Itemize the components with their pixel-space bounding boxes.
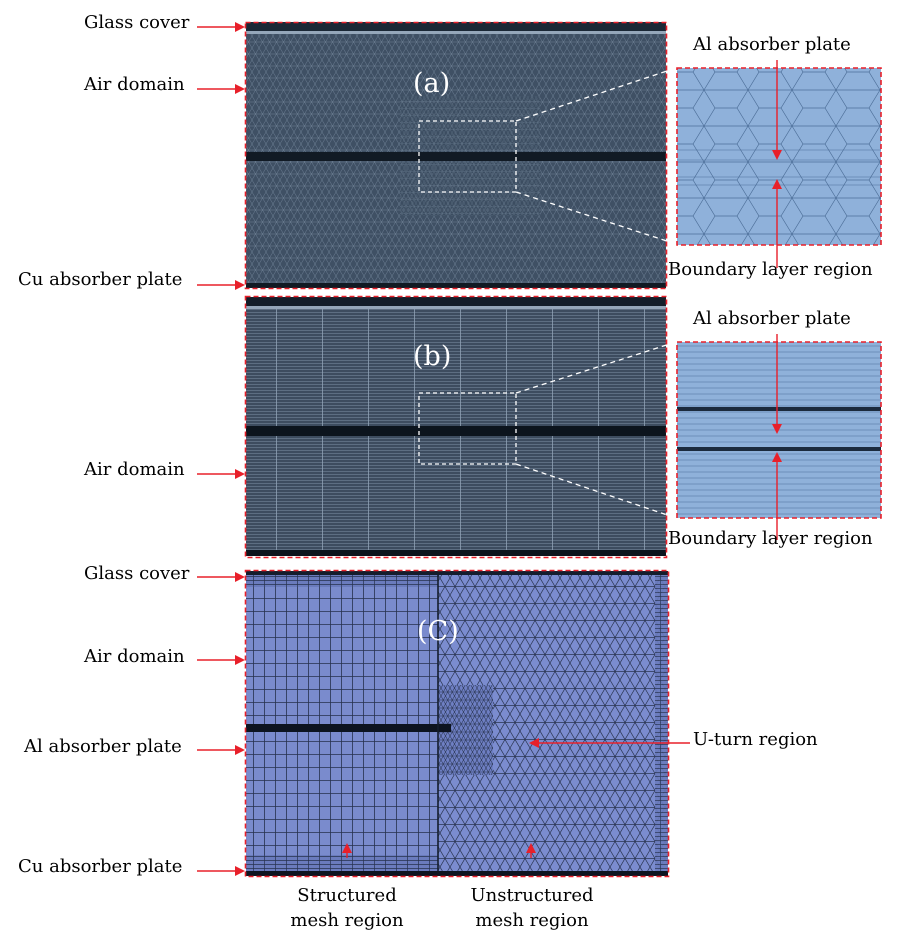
panel-a (197, 21, 882, 290)
label-a-zoom-boundary-layer: Boundary layer region (668, 259, 873, 280)
panel-b-top-band (246, 297, 666, 306)
label-c-glass-cover: Glass cover (84, 563, 190, 584)
label-a-cu-absorber-plate: Cu absorber plate (18, 269, 183, 290)
label-c-cu-absorber-plate: Cu absorber plate (18, 856, 183, 877)
label-a-air-domain: Air domain (84, 74, 185, 95)
panel-b-mesh-bottom (246, 436, 666, 553)
panel-a-zoom-inset (677, 68, 881, 245)
label-c-al-absorber-plate: Al absorber plate (24, 736, 182, 757)
panel-c-letter: (C) (417, 616, 459, 647)
panel-b-zoom-plate-upper (677, 407, 881, 411)
panel-b-bottom-band (246, 550, 666, 556)
panel-b-frame (244, 295, 668, 559)
panel-a-frame (244, 21, 668, 290)
panel-a-glass-band (246, 22, 666, 31)
panel-b-al-plate (246, 426, 666, 436)
panel-b-zoom-line-top (515, 341, 677, 394)
panel-a-letter: (a) (413, 68, 451, 99)
panel-b-letter: (b) (413, 341, 452, 372)
panel-c-structured-dense-bottom (246, 855, 438, 871)
panel-a-al-plate (246, 152, 666, 161)
panel-a-zoom-line-bottom (515, 191, 677, 245)
label-c-unstructured-line1: Unstructured (470, 885, 594, 906)
panel-c-structured-lower (246, 731, 438, 855)
panel-c-right-boundary (655, 573, 668, 871)
label-c-structured-line1: Structured (297, 885, 397, 906)
panel-a-glass-band-light (246, 31, 666, 34)
panel-b-zoom-frame (676, 341, 882, 519)
panel-c-al-plate (246, 724, 451, 732)
panel-c (197, 569, 690, 878)
panel-a-zoom-frame (676, 67, 882, 246)
label-b-air-domain: Air domain (84, 459, 185, 480)
label-a-zoom-al-plate: Al absorber plate (693, 34, 851, 55)
panel-c-structured-upper (246, 573, 438, 725)
panel-b (197, 295, 882, 559)
label-b-zoom-boundary-layer: Boundary layer region (668, 528, 873, 549)
label-a-glass-cover: Glass cover (84, 12, 190, 33)
panel-a-cu-plate (246, 283, 666, 288)
panel-a-zoom-line-top (515, 67, 677, 122)
panel-b-zoom-plate-lower (677, 447, 881, 451)
panel-b-zoom-line-bottom (515, 463, 677, 519)
panel-c-frame (244, 569, 670, 878)
label-b-zoom-al-plate: Al absorber plate (693, 308, 851, 329)
panel-b-top-band-light (246, 306, 666, 309)
label-c-uturn-region: U-turn region (693, 729, 818, 750)
label-c-unstructured-line2: mesh region (475, 910, 589, 931)
label-c-air-domain: Air domain (84, 646, 185, 667)
panel-c-cu-plate (246, 871, 668, 876)
panel-b-mesh-top (246, 300, 666, 428)
panel-c-structured-dense-top (246, 573, 438, 587)
panel-c-glass-band (246, 571, 668, 575)
label-c-structured-line2: mesh region (290, 910, 404, 931)
